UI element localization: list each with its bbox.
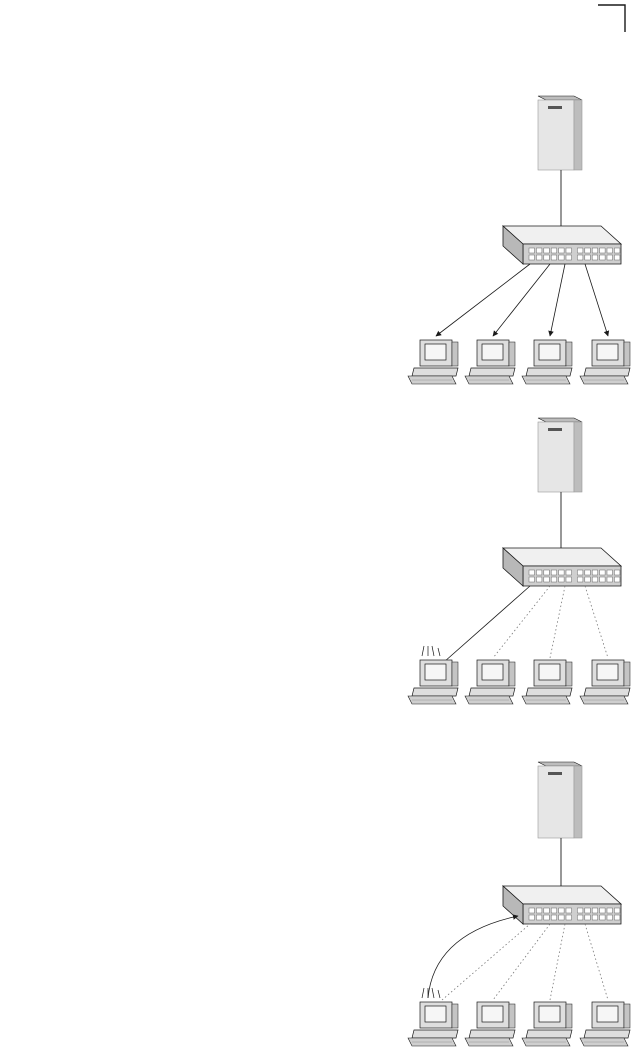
link-dotted-line (493, 924, 550, 1000)
link-dotted-line (585, 924, 608, 1000)
link-dotted-line (585, 586, 608, 658)
switch-icon (503, 548, 621, 586)
computer-icon (522, 1002, 572, 1046)
link-solid-arrow-to-pc (493, 264, 550, 336)
link-solid-arrow-to-pc (436, 264, 530, 336)
computer-icon (580, 1002, 630, 1046)
computer-icon (580, 660, 630, 704)
server-icon (538, 418, 582, 492)
computer-icon (465, 340, 515, 384)
computer-icon (522, 340, 572, 384)
link-solid-line (444, 586, 530, 662)
activity-signal-icon (422, 988, 440, 998)
computer-icon (580, 340, 630, 384)
diagram-2 (408, 418, 630, 704)
computer-icon (465, 660, 515, 704)
link-dotted-line (493, 586, 550, 658)
diagram-3 (408, 762, 630, 1046)
computer-icon (408, 660, 458, 704)
link-curved-arrow-to-switch (428, 916, 530, 1000)
link-dotted-line (550, 586, 565, 658)
computer-icon (522, 660, 572, 704)
link-dotted-line (550, 924, 565, 1000)
server-icon (538, 96, 582, 170)
server-icon (538, 762, 582, 838)
computer-icon (408, 1002, 458, 1046)
link-solid-arrow-to-pc (550, 264, 565, 336)
link-solid-arrow-to-pc (585, 264, 608, 336)
switch-icon (503, 886, 621, 924)
computer-icon (465, 1002, 515, 1046)
diagram-1 (408, 96, 630, 384)
activity-signal-icon (422, 646, 440, 656)
switch-icon (503, 226, 621, 264)
computer-icon (408, 340, 458, 384)
